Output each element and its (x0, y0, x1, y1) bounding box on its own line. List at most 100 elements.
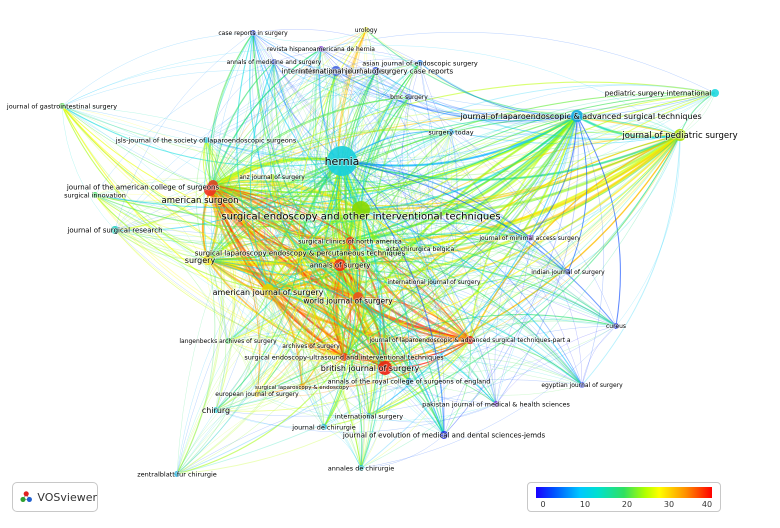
journal-node[interactable] (318, 46, 324, 52)
journal-node[interactable] (321, 424, 327, 430)
journal-label[interactable]: surgical laparoscopy endoscopy & percuta… (194, 249, 406, 259)
journal-node[interactable] (417, 246, 423, 252)
journal-label[interactable]: world journal of surgery (303, 296, 395, 307)
journal-label[interactable]: american journal of surgery (212, 287, 325, 298)
journal-label[interactable]: pediatric surgery international (604, 89, 712, 99)
network-link (408, 115, 578, 382)
network-link (360, 209, 410, 382)
journal-label[interactable]: international journal of surgery case re… (298, 67, 454, 77)
journal-label[interactable]: journal of the american college of surge… (65, 183, 220, 193)
journal-node[interactable] (579, 382, 585, 388)
journal-label[interactable]: surgical clinics of north america (297, 236, 402, 246)
journal-label[interactable]: annals of surgery (309, 261, 371, 271)
journal-node[interactable] (92, 192, 98, 198)
journal-node[interactable] (565, 269, 571, 275)
journal-label[interactable]: urology (354, 26, 379, 35)
journal-label[interactable]: zentralblatt fur chirurgie (136, 469, 217, 479)
journal-label[interactable]: journal of surgical research (66, 226, 164, 236)
journal-node[interactable] (571, 110, 583, 122)
journal-node[interactable] (527, 235, 533, 241)
journal-node[interactable] (372, 67, 380, 75)
journal-node[interactable] (493, 401, 499, 407)
journal-label[interactable]: langenbecks archives of surgery (179, 337, 278, 346)
journal-label[interactable]: international surgery (334, 411, 404, 421)
journal-label[interactable]: surgery (184, 255, 216, 266)
network-link (343, 92, 716, 358)
journal-label[interactable]: american surgeon (161, 195, 240, 207)
journal-label[interactable]: pakistan journal of medical & health sci… (421, 399, 571, 409)
journal-label[interactable]: journal of minimal access surgery (478, 234, 582, 243)
journal-label[interactable]: journal of pediatric surgery (621, 130, 739, 142)
journal-node[interactable] (711, 89, 719, 97)
journal-label[interactable]: annales de chirurgie (327, 463, 395, 473)
journal-label[interactable]: surgical endoscopy and other interventio… (221, 211, 502, 224)
journal-node[interactable] (431, 279, 437, 285)
journal-node[interactable] (363, 27, 369, 33)
journal-node[interactable] (203, 255, 213, 265)
journal-node[interactable] (466, 336, 474, 344)
journal-node[interactable] (378, 361, 392, 375)
journal-node[interactable] (440, 431, 448, 439)
journal-node[interactable] (340, 353, 348, 361)
journal-node[interactable] (674, 129, 686, 141)
journal-label[interactable]: asian journal of endoscopic surgery (361, 58, 478, 68)
journal-node[interactable] (334, 259, 346, 271)
journal-label[interactable]: jsls-journal of the society of laparoend… (114, 135, 298, 145)
journal-label[interactable]: international journal of surgery (387, 278, 482, 287)
journal-node[interactable] (613, 323, 619, 329)
journal-label[interactable]: archives of surgery (281, 342, 341, 351)
journal-label[interactable]: surgical laparoscopy & endoscopy (254, 384, 350, 392)
journal-node[interactable] (203, 137, 209, 143)
journal-label[interactable]: indian journal of surgery (531, 268, 606, 277)
journal-node[interactable] (448, 129, 454, 135)
journal-label[interactable]: acta chirurgica belgica (385, 245, 455, 254)
journal-label[interactable]: surgical innovation (63, 190, 126, 200)
journal-node[interactable] (327, 146, 357, 176)
journal-node[interactable] (250, 30, 256, 36)
journal-node[interactable] (406, 378, 412, 384)
journal-node[interactable] (299, 384, 305, 390)
journal-node[interactable] (213, 407, 219, 413)
journal-label[interactable]: british journal of surgery (320, 363, 420, 374)
journal-node[interactable] (59, 103, 65, 109)
journal-node[interactable] (262, 284, 274, 296)
journal-node[interactable] (352, 201, 370, 219)
journal-label[interactable]: international journal of surgery (281, 67, 391, 77)
journal-label[interactable]: surgery today (428, 127, 475, 137)
journal-label[interactable]: journal of evolution of medical and dent… (341, 431, 546, 441)
network-link (343, 356, 370, 417)
journal-label[interactable]: annals of medicine and surgery (226, 58, 323, 67)
journal-label[interactable]: chirurg (201, 405, 231, 416)
journal-label[interactable]: annals of the royal college of surgeons … (327, 376, 491, 386)
journal-node[interactable] (346, 237, 354, 245)
journal-node[interactable] (417, 60, 423, 66)
journal-label[interactable]: journal of laparoendoscopic & advanced s… (368, 336, 572, 345)
journal-node[interactable] (331, 66, 341, 76)
journal-label[interactable]: european journal of surgery (214, 390, 299, 399)
journal-label[interactable]: hernia (324, 154, 360, 169)
journal-label[interactable]: bmc surgery (389, 93, 429, 102)
journal-node[interactable] (366, 413, 372, 419)
journal-label[interactable]: journal of gastrointestinal surgery (5, 101, 118, 111)
journal-node[interactable] (358, 465, 364, 471)
journal-node[interactable] (174, 471, 180, 477)
journal-node[interactable] (308, 343, 314, 349)
journal-node[interactable] (271, 59, 277, 65)
journal-label[interactable]: case reports in surgery (218, 29, 289, 38)
journal-node[interactable] (204, 184, 216, 196)
journal-label[interactable]: anz journal of surgery (238, 173, 306, 182)
journal-node[interactable] (406, 94, 412, 100)
journal-label[interactable]: egyptian journal of surgery (541, 381, 624, 390)
journal-label[interactable]: cureus (605, 322, 627, 331)
journal-node[interactable] (111, 226, 119, 234)
journal-node[interactable] (353, 292, 363, 302)
journal-label[interactable]: journal of laparoendoscopic & advanced s… (459, 111, 703, 122)
journal-label[interactable]: revista hispanoamericana de hernia (266, 45, 376, 54)
journal-node[interactable] (269, 174, 275, 180)
journal-label[interactable]: surgical endoscopy-ultrasound and interv… (244, 352, 445, 362)
journal-node[interactable] (295, 248, 305, 258)
journal-node[interactable] (225, 338, 231, 344)
journal-label[interactable]: journal de chirurgie (290, 422, 356, 432)
journal-node[interactable] (254, 391, 260, 397)
